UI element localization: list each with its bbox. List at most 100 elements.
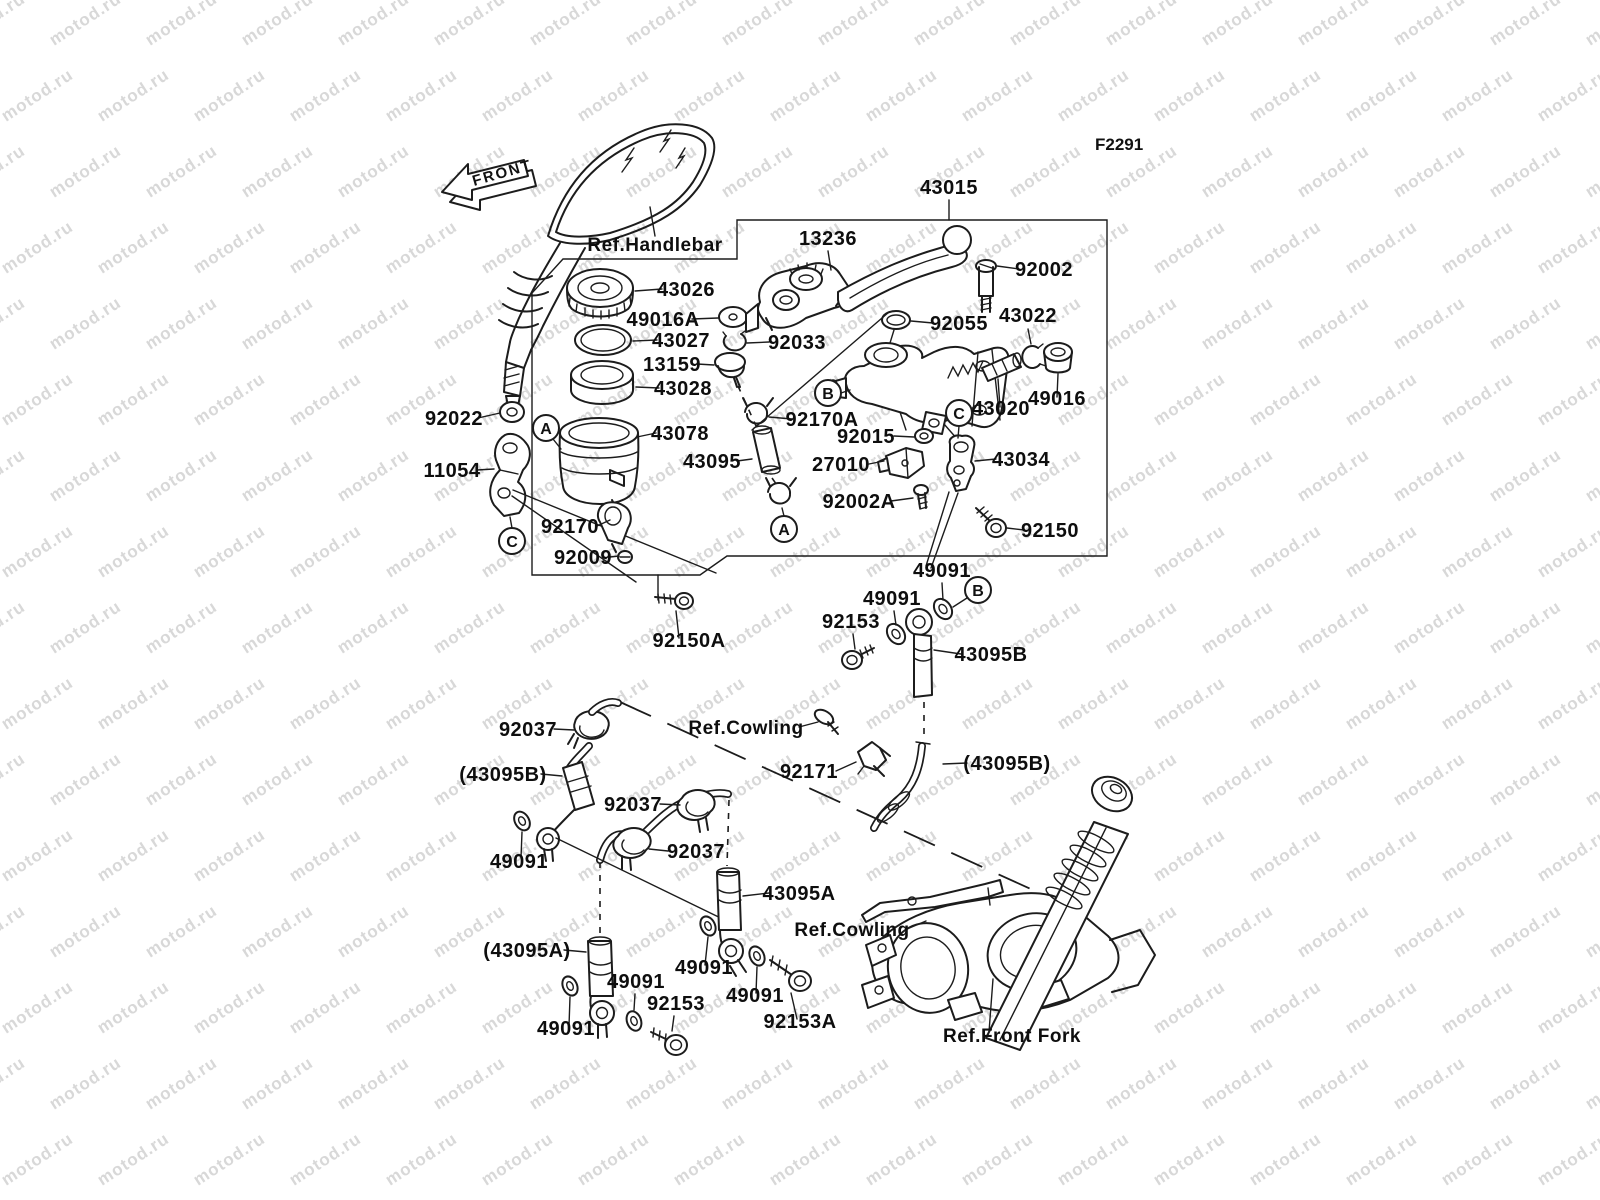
cowling-screw [813, 708, 839, 735]
part-label-92009: 92009 [554, 547, 612, 569]
watermark-text: motod.ru [958, 1129, 1037, 1189]
watermark-text: motod.ru [1342, 1129, 1421, 1189]
watermark-text: motod.ru [1198, 749, 1277, 809]
watermark-text: motod.ru [718, 141, 797, 201]
watermark-text: motod.ru [1534, 825, 1600, 885]
watermark-text: motod.ru [1246, 977, 1325, 1037]
watermark-text: motod.ru [94, 977, 173, 1037]
watermark-text: motod.ru [1486, 445, 1565, 505]
watermark-text: motod.ru [1150, 673, 1229, 733]
watermark-text: motod.ru [1150, 217, 1229, 277]
washer-92022 [499, 401, 525, 423]
watermark-text: motod.ru [238, 749, 317, 809]
watermark-text: motod.ru [334, 0, 413, 49]
part-label-43095B: 43095B [954, 644, 1027, 666]
watermark-text: motod.ru [1102, 597, 1181, 657]
watermark-text: motod.ru [622, 1053, 701, 1113]
part-label-92037-1: 92037 [499, 719, 557, 741]
watermark-text: motod.ru [1534, 977, 1600, 1037]
watermark-text: motod.ru [1342, 977, 1421, 1037]
watermark-text: motod.ru [814, 1053, 893, 1113]
piston-set-43020 [947, 352, 1022, 382]
watermark-text: motod.ru [478, 65, 557, 125]
switch-27010 [877, 447, 925, 479]
oring-92055 [751, 310, 911, 431]
watermark-text: motod.ru [814, 0, 893, 49]
watermark-text: motod.ru [382, 521, 461, 581]
watermark-text: motod.ru [1438, 1129, 1517, 1189]
watermark-text: motod.ru [1582, 293, 1600, 353]
marker-a-2: A [770, 507, 798, 543]
watermark-text: motod.ru [382, 217, 461, 277]
screw-92009 [617, 550, 633, 564]
ref-label-cowling-upper: Ref.Cowling [688, 718, 803, 739]
watermark-text: motod.ru [286, 217, 365, 277]
hose-43095B-left [536, 698, 622, 862]
watermark-text: motod.ru [1582, 597, 1600, 657]
watermark-text: motod.ru [1054, 673, 1133, 733]
part-label-49016A: 49016A [626, 309, 699, 331]
watermark-text: motod.ru [574, 65, 653, 125]
watermark-text: motod.ru [0, 901, 29, 961]
watermark-text: motod.ru [1102, 1053, 1181, 1113]
watermark-text: motod.ru [1438, 521, 1517, 581]
float-13159 [714, 352, 746, 388]
watermark-text: motod.ru [238, 1053, 317, 1113]
watermark-text: motod.ru [718, 0, 797, 49]
circlip-43022 [1021, 343, 1047, 369]
watermark-text: motod.ru [1054, 1129, 1133, 1189]
watermark-text: motod.ru [1198, 293, 1277, 353]
nut-92015 [914, 428, 934, 444]
watermark-text: motod.ru [1534, 521, 1600, 581]
part-label-92015: 92015 [837, 426, 895, 448]
watermark-text: motod.ru [1438, 977, 1517, 1037]
watermark-text: motod.ru [190, 65, 269, 125]
watermark-text: motod.ru [1390, 597, 1469, 657]
watermark-text: motod.ru [814, 141, 893, 201]
watermark-text: motod.ru [1582, 141, 1600, 201]
part-label-43095: 43095 [683, 451, 741, 473]
watermark-text: motod.ru [1294, 1053, 1373, 1113]
watermark-text: motod.ru [1390, 0, 1469, 49]
banjo-bolt-92153-mid [841, 644, 875, 670]
watermark-text: motod.ru [1294, 141, 1373, 201]
watermark-text: motod.ru [1342, 673, 1421, 733]
part-label-92153-bottom: 92153 [647, 993, 705, 1015]
watermark-text: motod.ru [382, 825, 461, 885]
watermark-text: motod.ru [0, 445, 29, 505]
watermark-text: motod.ru [190, 217, 269, 277]
lever-holder-13236 [745, 262, 851, 333]
mirror-drawing [498, 123, 716, 407]
hose-43095B [905, 608, 933, 740]
part-label-92037-2: 92037 [604, 794, 662, 816]
watermark-text: motod.ru [1390, 293, 1469, 353]
part-label-49091-7: 49091 [537, 1018, 595, 1040]
washer-49091-a [932, 597, 954, 621]
watermark-text: motod.ru [1198, 445, 1277, 505]
watermark-text: motod.ru [0, 65, 77, 125]
watermark-text: motod.ru [1534, 217, 1600, 277]
cup-43028 [570, 360, 634, 405]
wire-clamp-92170A-lower [765, 477, 797, 505]
watermark-text: motod.ru [1486, 0, 1565, 49]
watermark-text: motod.ru [0, 1053, 29, 1113]
hose-43095A-left [587, 936, 615, 1039]
watermark-text: motod.ru [1486, 1053, 1565, 1113]
boot-49016 [1043, 342, 1073, 374]
watermark-text: motod.ru [1150, 977, 1229, 1037]
watermark-text: motod.ru [1294, 293, 1373, 353]
watermark-text: motod.ru [430, 293, 509, 353]
watermark-text: motod.ru [1006, 1053, 1085, 1113]
part-label-43095A-right: 43095A [762, 883, 835, 905]
watermark-text: motod.ru [1438, 369, 1517, 429]
watermark-text: motod.ru [46, 0, 125, 49]
watermark-text: motod.ru [46, 749, 125, 809]
part-label-49091-5: 49091 [675, 957, 733, 979]
watermark-text: motod.ru [1390, 141, 1469, 201]
watermark-text: motod.ru [0, 825, 77, 885]
part-label-92055: 92055 [930, 313, 988, 335]
watermark-text: motod.ru [190, 521, 269, 581]
watermark-text: motod.ru [334, 749, 413, 809]
watermark-text: motod.ru [1486, 901, 1565, 961]
marker-b-1: B [814, 379, 851, 407]
